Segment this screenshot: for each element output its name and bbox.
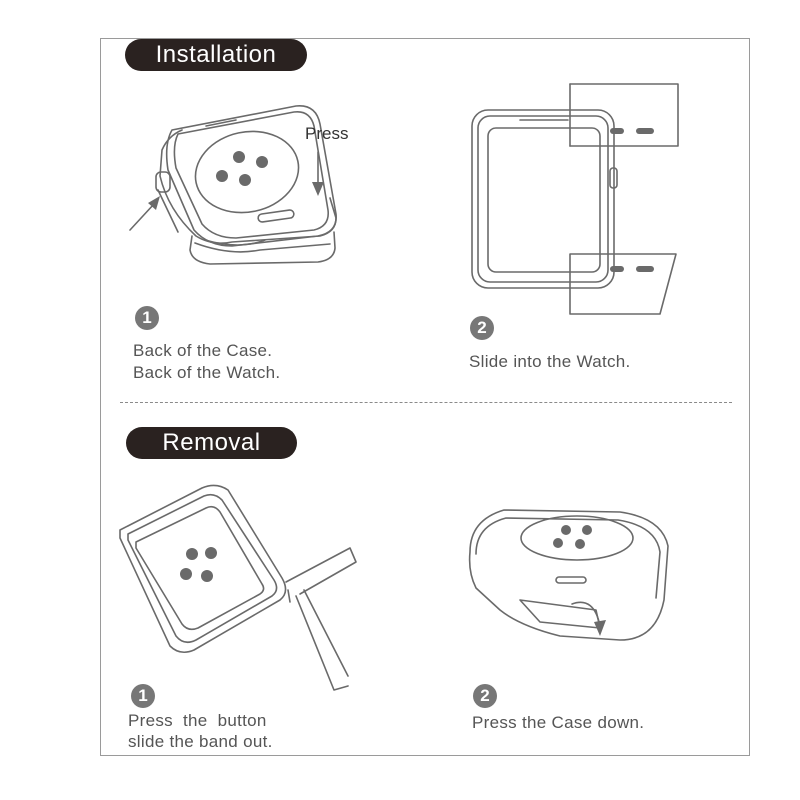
install-step1-caption-line1: Back of the Case. [133,341,273,360]
install-step2-illustration [471,83,679,315]
removal-step1-caption-line1: Press the button [128,711,267,730]
install-step1-illustration [129,105,337,265]
install-step2-caption: Slide into the Watch. [469,352,631,371]
diagram-frame [100,38,750,756]
install-step2-number: 2 [470,316,494,340]
removal-step1-number: 1 [131,684,155,708]
removal-step1-caption-line2: slide the band out. [128,732,273,751]
removal-step2-number: 2 [473,684,497,708]
install-step1-number: 1 [135,306,159,330]
installation-heading: Installation [125,39,307,71]
section-divider [120,402,732,403]
removal-step1-illustration [119,484,357,691]
install-step1-caption-line2: Back of the Watch. [133,363,281,382]
press-label: Press [305,124,349,143]
removal-step2-illustration [468,509,669,641]
removal-heading: Removal [126,427,297,459]
removal-step2-caption: Press the Case down. [472,713,645,732]
